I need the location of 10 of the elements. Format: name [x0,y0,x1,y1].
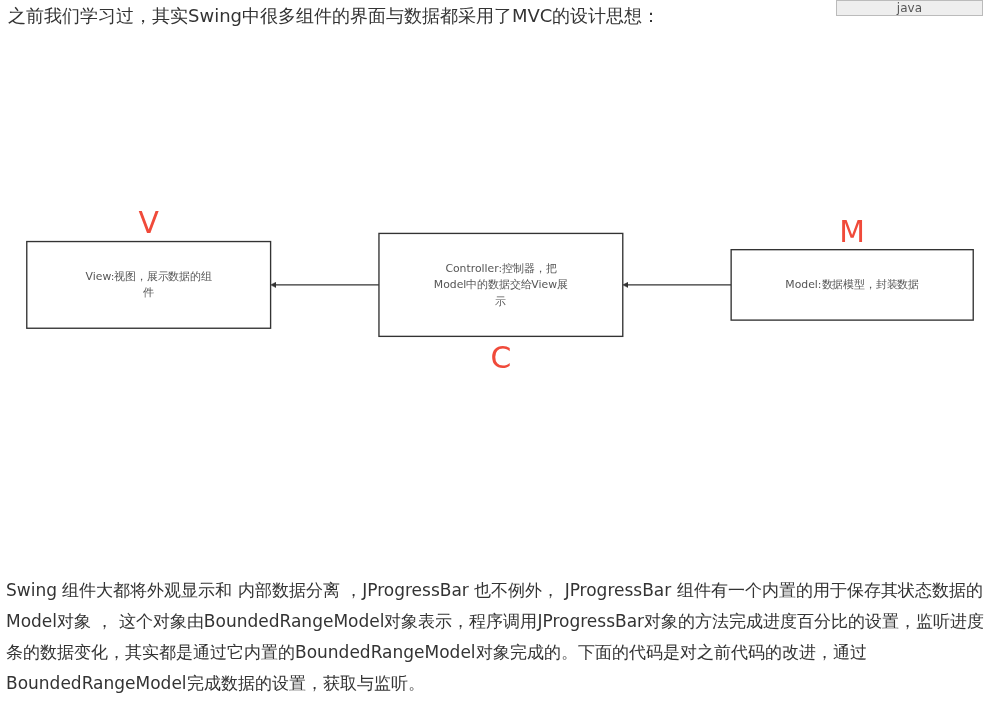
paragraph-text: Swing 组件大都将外观显示和 内部数据分离 ，JProgressBar 也不例外， JProgressBar 组件有一个内置的用于保存其状态数据的Model对象 ， 这个对象由BoundedRangeModel对象表示，程序调用JProgressBar对象的方法完成进度百分比的设置，监听进度条的数据变化，其实都是通过它内置的BoundedRangeModel对象完成的。下面的代码是对之前代码的改进，通过BoundedRangeModel完成数据的设置，获取与监听。 [6,579,986,695]
window-tab: java [835,0,983,16]
letter-label: V [138,205,159,241]
process-box: View:视图，展示数据的组件 [26,240,272,329]
heading-text: 之前我们学习过，其实Swing中很多组件的界面与数据都采用了MVC的设计思想： [8,4,661,28]
arrow [622,281,732,288]
letter-label: M [839,213,866,249]
process-box: Model:数据模型，封装数据 [730,249,974,321]
letter-label: C [490,339,512,375]
process-box: Controller:控制器，把Model中的数据交给View展示 [378,232,624,338]
